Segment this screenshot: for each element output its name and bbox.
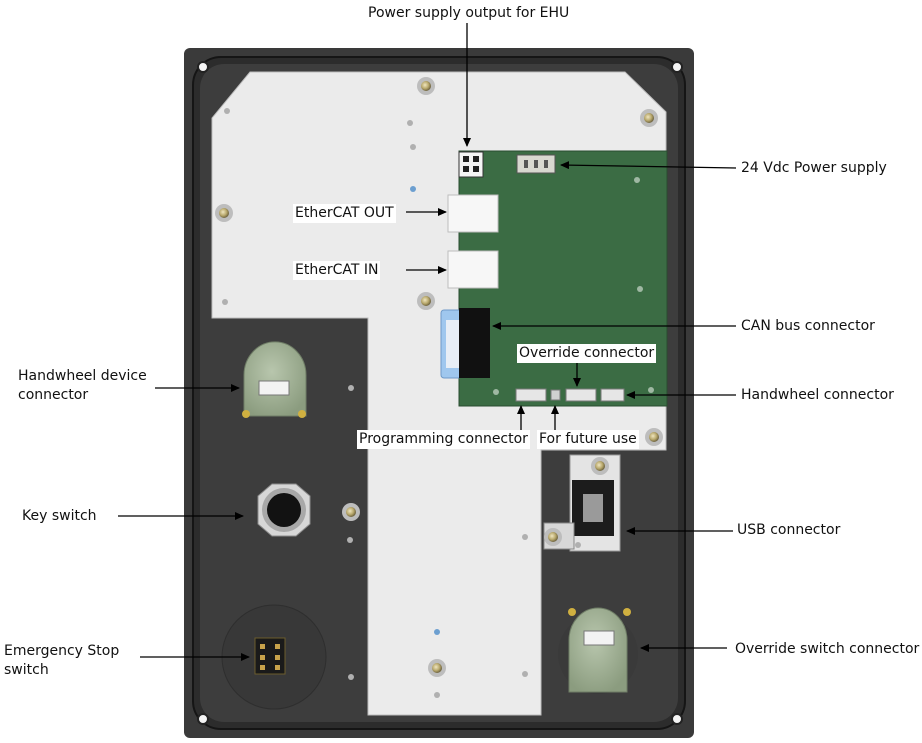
emergency-stop-label: Emergency Stop switch — [4, 643, 120, 678]
ethercat-in-label: EtherCAT IN — [293, 261, 381, 280]
handwheel-device-connector-label: Handwheel device connector — [18, 368, 147, 403]
can-bus-port — [440, 308, 490, 379]
plate-indicator — [434, 629, 440, 635]
override-connector-label: Override connector — [517, 344, 657, 363]
override-switch-connector-label: Override switch connector — [733, 640, 922, 659]
future-use-label: For future use — [537, 430, 639, 449]
override-switch-knob — [558, 607, 638, 694]
ethercat-out-label: EtherCAT OUT — [293, 204, 396, 223]
power-24v-connector — [516, 154, 556, 174]
callout-arrows — [118, 23, 737, 661]
power-output-connector — [458, 151, 484, 178]
pcb-small-connectors — [515, 388, 625, 402]
power-supply-24v-label: 24 Vdc Power supply — [739, 159, 889, 178]
power-supply-output-label: Power supply output for EHU — [366, 4, 572, 23]
handwheel-connector-label: Handwheel connector — [739, 386, 896, 405]
ethercat-in-port — [447, 250, 499, 289]
key-switch-label: Key switch — [20, 507, 99, 526]
emergency-stop-body — [221, 604, 327, 710]
programming-connector-label: Programming connector — [357, 430, 530, 449]
plate-indicator — [410, 186, 416, 192]
plate-holes — [222, 108, 581, 698]
handwheel-device-knob — [242, 341, 307, 418]
ethercat-out-port — [447, 194, 499, 233]
key-switch-body — [257, 483, 311, 537]
pcb-dots — [493, 177, 654, 395]
arrow-icon — [560, 161, 737, 170]
usb-connector-label: USB connector — [735, 521, 843, 540]
can-bus-label: CAN bus connector — [739, 317, 877, 336]
corner-holes — [197, 61, 683, 725]
screws — [215, 77, 663, 677]
